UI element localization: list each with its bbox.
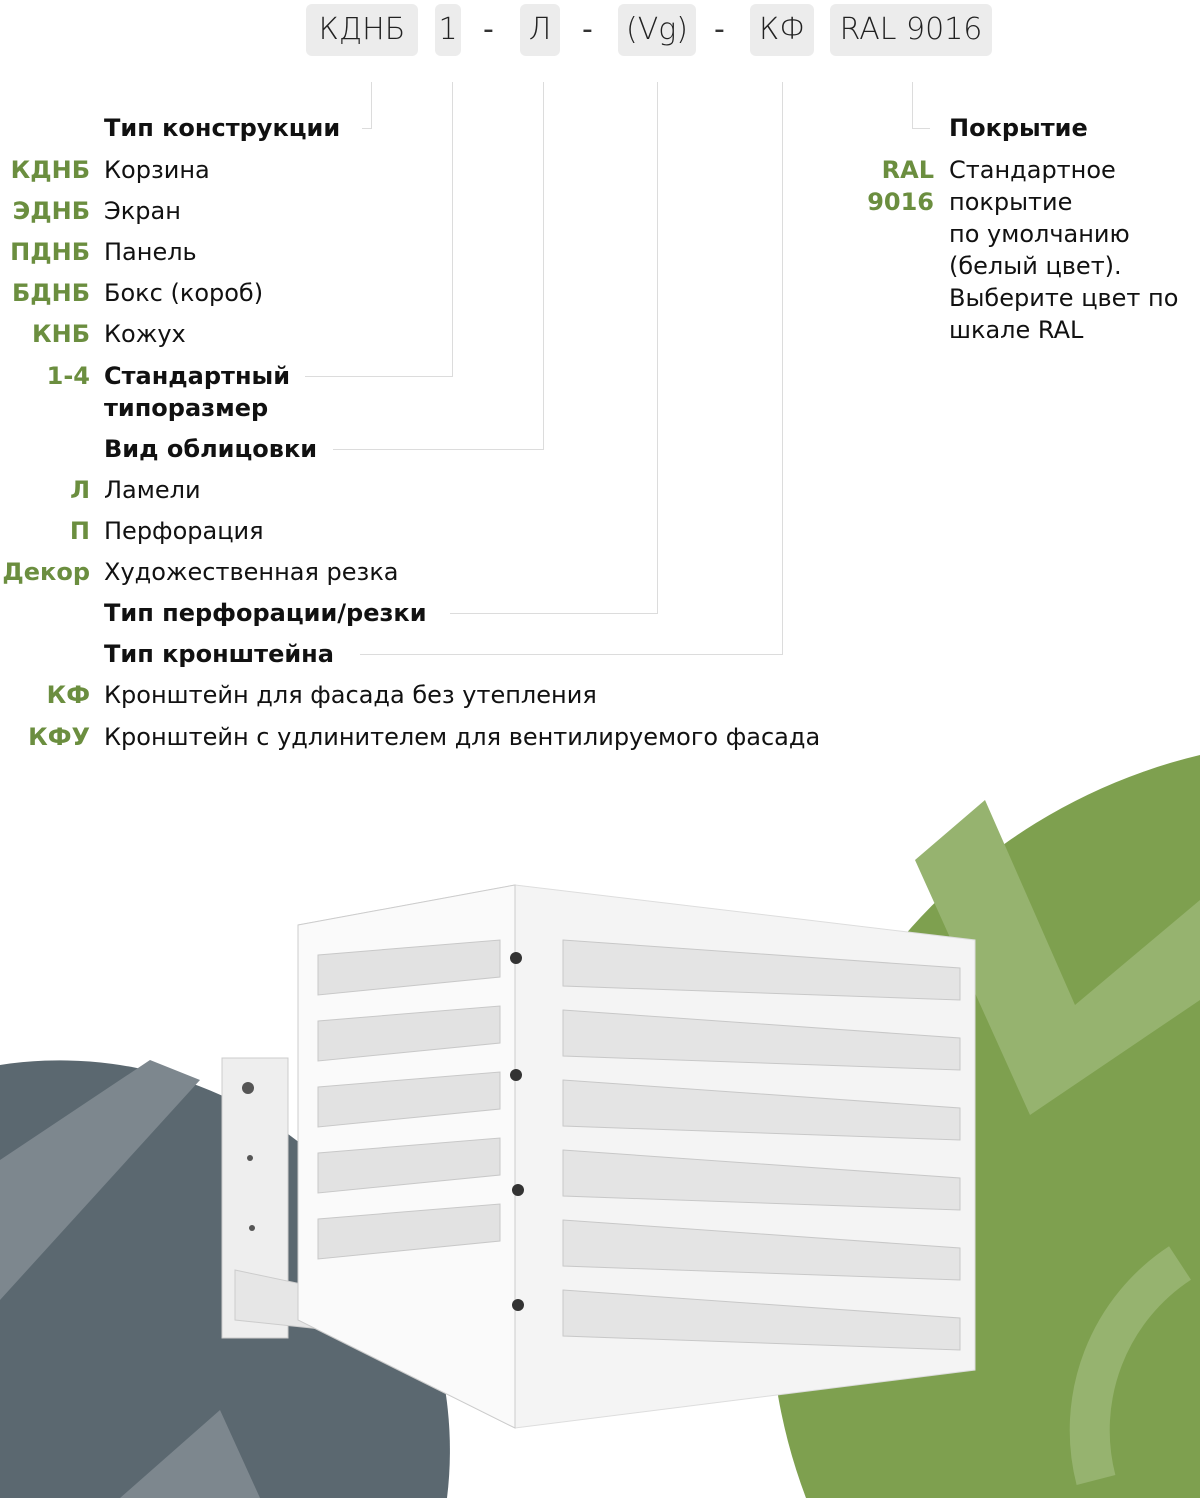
connector-type bbox=[371, 82, 372, 129]
heading-size-line2: типоразмер bbox=[104, 394, 269, 422]
connector-perforation-h bbox=[450, 613, 658, 614]
coating-code: RAL 9016 bbox=[840, 154, 934, 218]
slat bbox=[562, 939, 961, 1001]
code: Декор bbox=[2, 558, 90, 586]
slat bbox=[317, 1203, 501, 1260]
connector-type-h bbox=[362, 128, 372, 129]
label: Кронштейн с удлинителем для вентилируемо… bbox=[104, 723, 821, 751]
heading-bracket: Тип кронштейна bbox=[104, 640, 334, 668]
connector-size-h bbox=[305, 376, 453, 377]
separator: - bbox=[714, 12, 725, 47]
label: Кожух bbox=[104, 320, 186, 348]
heading-size: Стандартный bbox=[104, 362, 291, 390]
slat bbox=[562, 1009, 961, 1071]
label: Панель bbox=[104, 238, 197, 266]
code: БДНБ bbox=[11, 279, 90, 307]
code: 1-4 bbox=[46, 362, 90, 390]
heading-perforation: Тип перфорации/резки bbox=[104, 599, 427, 627]
connector-cladding-h bbox=[333, 449, 544, 450]
code: КНБ bbox=[32, 320, 90, 348]
coating-line: шкале RAL bbox=[949, 316, 1084, 344]
label: Экран bbox=[104, 197, 181, 225]
slat bbox=[562, 1149, 961, 1211]
code: ПДНБ bbox=[10, 238, 90, 266]
coating-code-line: RAL bbox=[881, 156, 934, 184]
label: Кронштейн для фасада без утепления bbox=[104, 681, 597, 709]
chip-type: КДНБ bbox=[306, 4, 418, 56]
coating-line: покрытие bbox=[949, 188, 1073, 216]
code: Л bbox=[70, 476, 90, 504]
label: Перфорация bbox=[104, 517, 264, 545]
connector-size bbox=[452, 82, 453, 377]
heading-construction: Тип конструкции bbox=[104, 114, 341, 142]
slat bbox=[562, 1289, 961, 1351]
coating-line: (белый цвет). bbox=[949, 252, 1122, 280]
ac-cover-basket-image bbox=[221, 884, 976, 1429]
coating-description: Стандартное покрытие по умолчанию (белый… bbox=[949, 154, 1178, 346]
chip-perforation: (Vg) bbox=[618, 4, 696, 56]
code: ЭДНБ bbox=[12, 197, 90, 225]
heading-coating: Покрытие bbox=[949, 114, 1088, 142]
chip-size: 1 bbox=[435, 4, 461, 56]
connector-cladding bbox=[543, 82, 544, 450]
slat bbox=[317, 1071, 501, 1128]
chip-cladding: Л bbox=[520, 4, 560, 56]
coating-line: Стандартное bbox=[949, 156, 1116, 184]
green-circle-stripe bbox=[915, 800, 1200, 1115]
slat bbox=[317, 939, 501, 996]
label: Корзина bbox=[104, 156, 210, 184]
connector-bracket bbox=[782, 82, 783, 655]
coating-code-line: 9016 bbox=[867, 188, 934, 216]
label: Бокс (короб) bbox=[104, 279, 264, 307]
slat bbox=[317, 1005, 501, 1062]
code: КФ bbox=[46, 681, 90, 709]
connector-bracket-h bbox=[360, 654, 783, 655]
slat bbox=[317, 1137, 501, 1194]
label: Ламели bbox=[104, 476, 201, 504]
slat bbox=[562, 1219, 961, 1281]
chip-coating: RAL 9016 bbox=[830, 4, 992, 56]
chip-bracket: КФ bbox=[750, 4, 814, 56]
coating-line: по умолчанию bbox=[949, 220, 1130, 248]
code: КФУ bbox=[28, 723, 90, 751]
label: Художественная резка bbox=[104, 558, 399, 586]
green-circle-ring bbox=[1069, 1246, 1192, 1485]
connector-perforation bbox=[657, 82, 658, 614]
connector-coating-h bbox=[912, 128, 930, 129]
coating-line: Выберите цвет по bbox=[949, 284, 1179, 312]
heading-cladding: Вид облицовки bbox=[104, 435, 318, 463]
separator: - bbox=[483, 12, 494, 47]
code: П bbox=[69, 517, 90, 545]
connector-coating bbox=[912, 82, 913, 129]
separator: - bbox=[582, 12, 593, 47]
dark-circle-stripe bbox=[0, 1060, 260, 1498]
code: КДНБ bbox=[10, 156, 90, 184]
slat bbox=[562, 1079, 961, 1141]
